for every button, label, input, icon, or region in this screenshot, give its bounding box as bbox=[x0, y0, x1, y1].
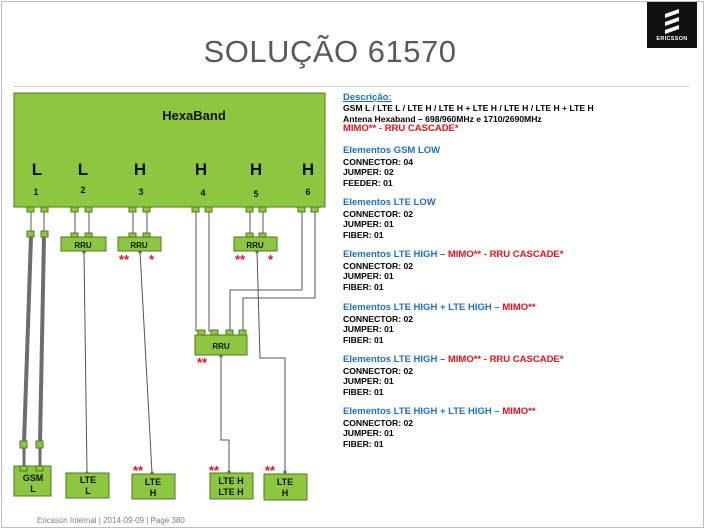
section-heading-red: MIMO** - RRU CASCADE* bbox=[447, 354, 564, 365]
antenna-connectors bbox=[26, 206, 319, 213]
rru-lte-high-mimo: RRU bbox=[194, 329, 248, 356]
gsm-feeder-connector bbox=[19, 440, 28, 449]
band-label-3: H bbox=[134, 160, 146, 179]
band-label-2: L bbox=[78, 160, 88, 179]
mimo-marker: ** bbox=[209, 463, 220, 478]
section-heading: Elementos LTE HIGH + LTE HIGH – bbox=[343, 302, 503, 313]
section-jumper: JUMPER: 01 bbox=[343, 271, 394, 282]
gsm-feeder-connector bbox=[35, 440, 44, 449]
section-heading-red: MIMO** - RRU CASCADE* bbox=[447, 249, 564, 260]
unit-label-line2: H bbox=[282, 488, 289, 498]
unit-label-line1: LTE bbox=[277, 477, 293, 487]
gsm-feeder-cable-2 bbox=[38, 236, 46, 444]
port-number-4: 4 bbox=[200, 188, 205, 198]
band-label-1: L bbox=[32, 160, 42, 179]
gsm-jumper-connector bbox=[26, 230, 35, 238]
section-heading: Elementos LTE HIGH – bbox=[343, 354, 448, 365]
unit-label-line1: LTE bbox=[80, 475, 96, 485]
description-line-3: MIMO** - RRU CASCADE* bbox=[343, 123, 459, 135]
mimo-marker: ** bbox=[197, 355, 208, 370]
section-fiber: FIBER: 01 bbox=[343, 386, 384, 397]
section-heading: Elementos LTE HIGH + LTE HIGH – bbox=[343, 406, 503, 417]
unit-lte-high-5: LTE H bbox=[263, 473, 308, 501]
rru-label: RRU bbox=[130, 241, 148, 250]
gsm-jumper-connector bbox=[40, 230, 49, 238]
section-jumper: JUMPER: 01 bbox=[343, 324, 394, 335]
section-heading: Elementos LTE HIGH – bbox=[343, 249, 448, 260]
unit-label-line2: LTE H bbox=[218, 487, 243, 497]
port-number-1: 1 bbox=[33, 187, 38, 197]
port-number-3: 3 bbox=[138, 187, 143, 197]
section-jumper: JUMPER: 01 bbox=[343, 376, 394, 387]
description-line-1: GSM L / LTE L / LTE H / LTE H + LTE H / … bbox=[343, 103, 594, 114]
cascade-marker: * bbox=[149, 252, 155, 267]
band-label-5: H bbox=[250, 160, 262, 179]
section-lte-low: Elementos LTE LOW CONNECTOR: 02 JUMPER: … bbox=[343, 197, 703, 240]
mimo-marker: ** bbox=[265, 463, 276, 478]
logo-text: ERICSSON bbox=[656, 36, 688, 42]
gsm-feeder-cable-1 bbox=[22, 236, 33, 444]
section-feeder: FEEDER: 01 bbox=[343, 177, 393, 188]
section-heading: Elementos LTE LOW bbox=[343, 197, 436, 208]
antenna-name: HexaBand bbox=[162, 108, 226, 123]
unit-label-line1: LTE bbox=[145, 477, 161, 487]
section-jumper: JUMPER: 01 bbox=[343, 428, 394, 439]
unit-lte-high-3: LTE H bbox=[131, 473, 176, 500]
section-connector: CONNECTOR: 02 bbox=[343, 314, 414, 324]
section-connector: CONNECTOR: 02 bbox=[343, 261, 414, 271]
section-connector: CONNECTOR: 02 bbox=[343, 418, 414, 428]
rru-lte-high-3: RRU bbox=[117, 232, 162, 252]
hexaband-antenna bbox=[13, 92, 326, 208]
ericsson-mark-icon bbox=[665, 9, 679, 34]
title-divider bbox=[14, 86, 689, 87]
port-number-5: 5 bbox=[253, 189, 258, 199]
ericsson-logo: ERICSSON bbox=[647, 2, 697, 48]
section-lte-high-cascade-1: Elementos LTE HIGH – MIMO** - RRU CASCAD… bbox=[343, 249, 703, 292]
section-jumper: JUMPER: 02 bbox=[343, 167, 394, 178]
unit-lte-low: LTE L bbox=[65, 472, 110, 499]
cascade-marker: * bbox=[268, 252, 274, 267]
unit-label-line2: H bbox=[150, 488, 157, 498]
port-number-2: 2 bbox=[80, 185, 85, 195]
description-line-2: Antena Hexaband – 698/960MHz e 1710/2690… bbox=[343, 113, 542, 124]
rru-label: RRU bbox=[246, 241, 264, 250]
section-fiber: FIBER: 01 bbox=[343, 438, 384, 449]
unit-lte-high-mimo: LTE H LTE H bbox=[209, 472, 254, 500]
band-label-4: H bbox=[195, 160, 207, 179]
slide-title: SOLUÇÃO 61570 bbox=[203, 34, 457, 69]
mimo-marker: ** bbox=[235, 252, 246, 267]
unit-gsm-low: GSM L bbox=[13, 465, 52, 497]
description-heading: Descrição: bbox=[343, 92, 392, 103]
section-jumper: JUMPER: 01 bbox=[343, 219, 394, 230]
slide-footer: Ericsson Internal | 2014-09-09 | Page 38… bbox=[37, 516, 185, 525]
section-lte-high-mimo-1: Elementos LTE HIGH + LTE HIGH – MIMO** C… bbox=[343, 302, 703, 345]
section-lte-high-cascade-2: Elementos LTE HIGH – MIMO** - RRU CASCAD… bbox=[343, 354, 703, 397]
unit-label-line1: LTE H bbox=[218, 476, 243, 486]
section-connector: CONNECTOR: 02 bbox=[343, 209, 414, 219]
rru-label: RRU bbox=[212, 342, 230, 351]
section-fiber: FIBER: 01 bbox=[343, 281, 384, 292]
band-label-6: H bbox=[302, 160, 314, 179]
mimo-marker: ** bbox=[119, 252, 130, 267]
section-fiber: FIBER: 01 bbox=[343, 229, 384, 240]
section-heading-red: MIMO** bbox=[502, 302, 536, 313]
rru-lte-high-5: RRU bbox=[233, 232, 278, 252]
unit-label-line1: GSM bbox=[23, 473, 44, 483]
port-number-6: 6 bbox=[305, 187, 310, 197]
section-heading-red: MIMO** bbox=[502, 406, 536, 417]
rru-lte-low: RRU bbox=[60, 232, 107, 252]
section-fiber: FIBER: 01 bbox=[343, 334, 384, 345]
unit-label-line2: L bbox=[30, 484, 36, 494]
mimo-marker: ** bbox=[133, 463, 144, 478]
unit-label-line2: L bbox=[85, 486, 91, 496]
section-connector: CONNECTOR: 02 bbox=[343, 366, 414, 376]
section-heading: Elementos GSM LOW bbox=[343, 145, 441, 156]
section-lte-high-mimo-2: Elementos LTE HIGH + LTE HIGH – MIMO** C… bbox=[343, 406, 703, 449]
description-block: Descrição: GSM L / LTE L / LTE H / LTE H… bbox=[343, 92, 703, 135]
rru-label: RRU bbox=[74, 241, 92, 250]
section-gsm-low: Elementos GSM LOW CONNECTOR: 04 JUMPER: … bbox=[343, 145, 703, 188]
section-connector: CONNECTOR: 04 bbox=[343, 157, 414, 167]
